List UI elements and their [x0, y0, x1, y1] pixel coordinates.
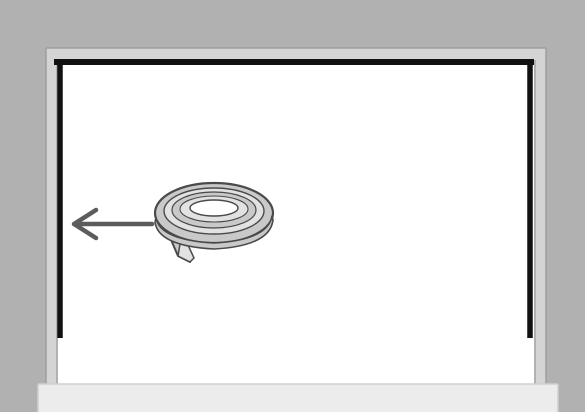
tape-roll-front-band [154, 215, 274, 250]
frame-trim-right [536, 48, 546, 388]
tape-roll-core [189, 199, 239, 217]
frame-trim-top [46, 48, 546, 60]
floor-threshold [37, 383, 559, 412]
frame-trim-left [46, 48, 56, 388]
floor-surface [38, 384, 558, 412]
arrow-left-icon [71, 207, 155, 241]
weatherstrip-seal-icon [54, 59, 534, 338]
arrow-head [71, 207, 99, 241]
weatherstrip-tape-roll-icon [153, 181, 275, 263]
